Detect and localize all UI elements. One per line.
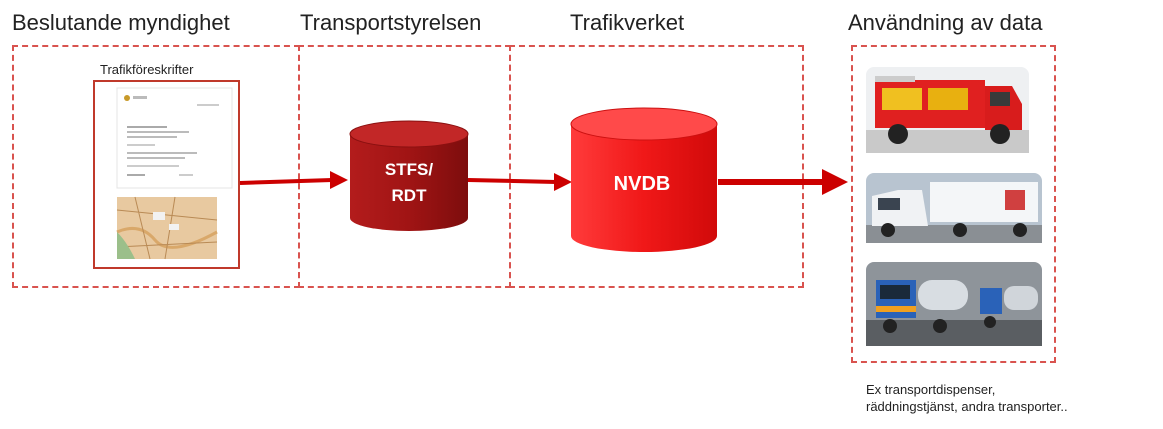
usage-caption: Ex transportdispenser, räddningstjänst, …	[866, 381, 1068, 415]
caption-line2: räddningstjänst, andra transporter..	[866, 399, 1068, 414]
stfs-label-line2: RDT	[392, 186, 428, 205]
heading-transportstyrelsen: Transportstyrelsen	[300, 10, 482, 35]
nvdb-database-icon	[570, 107, 718, 252]
document-page-icon	[116, 87, 233, 260]
heading-authority: Beslutande myndighet	[12, 10, 230, 35]
document-label: Trafikföreskrifter	[100, 62, 194, 77]
section-trafikverket-box	[509, 45, 804, 288]
map-thumbnail-icon	[116, 196, 218, 260]
traffic-regulations-document	[93, 80, 240, 269]
stfs-label-line1: STFS/	[385, 160, 433, 179]
arrow-document-to-stfs	[239, 171, 348, 189]
fire-truck-icon	[866, 67, 1029, 153]
nvdb-label: NVDB	[614, 173, 671, 195]
heavy-transport-truck-icon	[866, 262, 1042, 346]
section-usage-box	[851, 45, 1056, 363]
heading-trafikverket: Trafikverket	[570, 10, 685, 35]
arrow-nvdb-to-usage	[718, 169, 848, 195]
stfs-database-icon	[349, 120, 469, 231]
white-semi-truck-icon	[866, 173, 1042, 243]
arrow-stfs-to-nvdb	[467, 173, 572, 191]
heading-usage: Användning av data	[848, 10, 1043, 35]
caption-line1: Ex transportdispenser,	[866, 382, 996, 397]
